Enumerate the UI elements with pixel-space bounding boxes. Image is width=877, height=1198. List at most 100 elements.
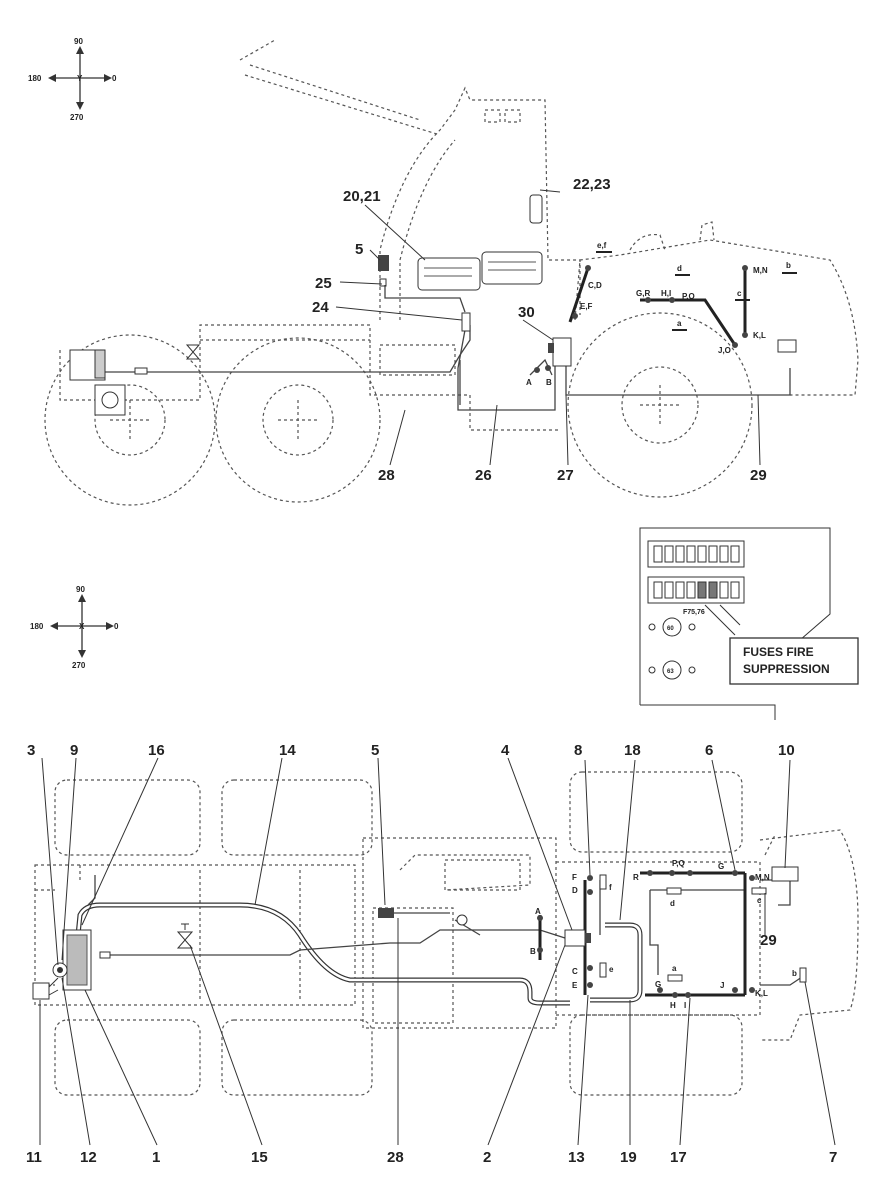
label-10: 10: [778, 742, 795, 759]
label-F-top: F: [572, 873, 577, 882]
label-D-top: D: [572, 886, 578, 895]
label-29-side: 29: [750, 467, 767, 484]
label-gr-side: G,R: [636, 289, 650, 298]
label-28-side: 28: [378, 467, 395, 484]
label-B-top: B: [530, 947, 536, 956]
label-ef2-side: E,F: [580, 302, 593, 311]
fuse-f75: [697, 581, 707, 599]
svg-text:60: 60: [667, 626, 674, 632]
label-12: 12: [80, 1149, 97, 1166]
label-A-top: A: [535, 907, 541, 916]
label-1: 1: [152, 1149, 160, 1166]
label-24: 24: [312, 299, 329, 316]
label-8: 8: [574, 742, 582, 759]
label-3: 3: [27, 742, 35, 759]
label-5-top: 5: [371, 742, 379, 759]
label-c-side: c: [737, 289, 742, 298]
label-16: 16: [148, 742, 165, 759]
label-13: 13: [568, 1149, 585, 1166]
label-d-side: d: [677, 264, 682, 273]
component-5-side: [378, 255, 389, 271]
relay-63: [662, 660, 682, 680]
compass-west-label: 180: [30, 622, 44, 631]
controller-21: [481, 251, 543, 285]
compass-north-label: 90: [74, 37, 83, 46]
component-10-top: [771, 866, 799, 882]
label-15: 15: [251, 1149, 268, 1166]
label-25: 25: [315, 275, 332, 292]
label-26: 26: [475, 467, 492, 484]
label-R-top: R: [633, 873, 639, 882]
label-PQ-top: P,Q: [672, 859, 685, 868]
pressure-switch-24: [461, 312, 471, 332]
actuator-11: [32, 982, 50, 1000]
label-6: 6: [705, 742, 713, 759]
label-a-top: a: [672, 964, 677, 973]
component-22-23: [529, 194, 543, 224]
fuse-note-line-1: FUSES FIRE: [743, 645, 814, 659]
label-d-top: d: [670, 899, 675, 908]
label-G2-top: G: [655, 980, 661, 989]
svg-text:63: 63: [667, 669, 674, 675]
fuse-f76: [708, 581, 718, 599]
label-9: 9: [70, 742, 78, 759]
label-a-side: a: [677, 319, 682, 328]
fuse-panel-inset: F75,76 60 63 FUSES FIRE SUPPRESSION: [639, 527, 859, 720]
label-H-top: H: [670, 1001, 676, 1010]
label-J-top: J: [720, 981, 724, 990]
compass-north-label: 90: [76, 585, 85, 594]
label-30: 30: [518, 304, 535, 321]
label-E-top: E: [572, 981, 578, 990]
label-7: 7: [829, 1149, 837, 1166]
label-28-top: 28: [387, 1149, 404, 1166]
compass-south-label: 270: [72, 661, 86, 670]
label-cd-side: C,D: [588, 281, 602, 290]
compass-west-label: 180: [28, 74, 42, 83]
compass-axis-label: Y: [77, 74, 83, 83]
label-b-top: b: [792, 969, 797, 978]
component-5-top: [378, 908, 394, 918]
compass-top: 90 180 0 270 Y: [28, 37, 117, 122]
label-MN-top: M,N: [755, 873, 770, 882]
fuse-note-box: [729, 637, 859, 685]
label-f-top: f: [609, 883, 612, 892]
label-hi-side: H,I: [661, 289, 671, 298]
label-C-top: C: [572, 967, 578, 976]
controller-20: [417, 257, 481, 291]
label-29-top: 29: [760, 932, 777, 949]
fuse-id-label: F75,76: [683, 609, 705, 616]
compass-south-label: 270: [70, 113, 84, 122]
label-I-top: I: [684, 1001, 686, 1010]
label-19: 19: [620, 1149, 637, 1166]
label-11: 11: [26, 1149, 42, 1166]
cylinder-side: [94, 384, 126, 416]
label-e-top: e: [609, 965, 614, 974]
label-jo-side: J,O: [718, 346, 731, 355]
label-kl-side: K,L: [753, 331, 766, 340]
label-b-side: b: [786, 261, 791, 270]
compass-bottom: 90 180 0 270 X: [30, 585, 119, 670]
label-27: 27: [557, 467, 574, 484]
label-20-21: 20,21: [343, 188, 381, 205]
label-c-top: c: [757, 896, 762, 905]
label-mn-side: M,N: [753, 266, 768, 275]
label-B-side: B: [546, 378, 552, 387]
top-view-truck: 3 9 16 14 5 4 8 18 6 10 29 11 12 1 15 28…: [26, 742, 859, 1166]
label-2: 2: [483, 1149, 491, 1166]
compass-axis-label: X: [79, 622, 85, 631]
label-18: 18: [624, 742, 641, 759]
valve-15: [176, 931, 194, 949]
compass-east-label: 0: [112, 74, 117, 83]
label-A-side: A: [526, 378, 532, 387]
valve-30: [552, 337, 572, 367]
label-pq-side: P,Q: [682, 292, 695, 301]
label-17: 17: [670, 1149, 687, 1166]
label-14: 14: [279, 742, 296, 759]
label-ef-side: e,f: [597, 241, 607, 250]
valve-4-top: [564, 929, 586, 947]
side-view-truck: 20,21 22,23 5 25 24 30 28 26 27 29 e,f C…: [44, 39, 859, 506]
label-22-23: 22,23: [573, 176, 611, 193]
label-G1-top: G: [718, 862, 724, 871]
compass-east-label: 0: [114, 622, 119, 631]
